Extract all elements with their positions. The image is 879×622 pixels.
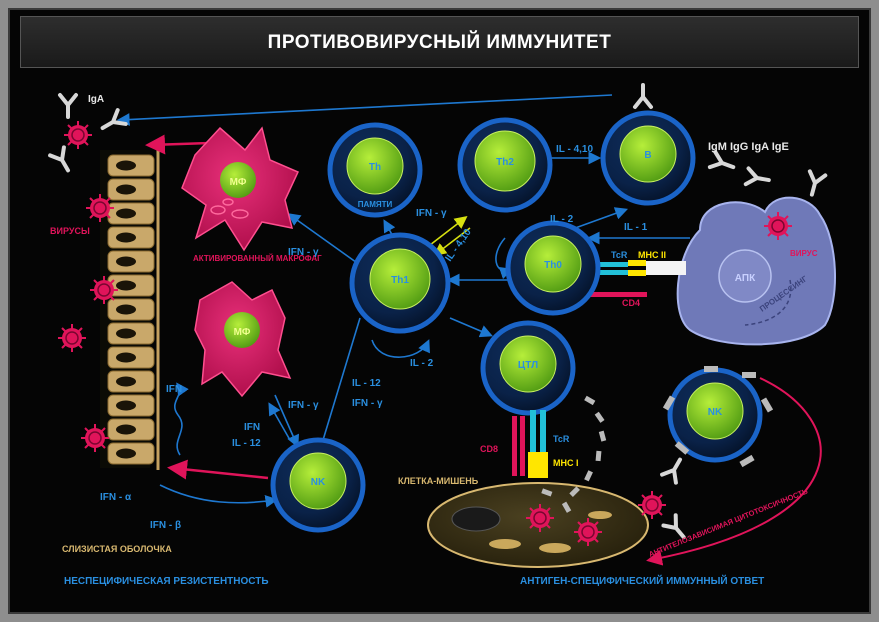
arrow-th1-to-nk — [316, 317, 361, 454]
il-2-top: IL - 2 — [550, 214, 574, 225]
tcr-top-label: TcR — [611, 250, 628, 260]
arrow-il2-loop — [371, 339, 430, 358]
epithelial-nucleus — [116, 400, 136, 411]
arrow-th1-to-ctl — [449, 317, 493, 338]
iga-label: IgA — [88, 94, 104, 105]
il-1: IL - 1 — [624, 222, 648, 233]
effector-arrows — [145, 134, 822, 566]
target-label: КЛЕТКА-МИШЕНЬ — [398, 476, 479, 486]
nk-right-receptors — [662, 366, 774, 468]
arrow-b-to-iga — [116, 94, 613, 126]
th2-cell: Th2 — [457, 117, 553, 213]
title-bar: ПРОТИВОВИРУСНЫЙ ИММУНИТЕТ — [20, 16, 859, 68]
perforin-granules — [541, 395, 607, 513]
virus-iga — [63, 120, 93, 150]
mhc2-label: MHC II — [638, 250, 666, 260]
mucosa-label: СЛИЗИСТАЯ ОБОЛОЧКА — [62, 544, 172, 554]
arrow-mf-to-mucosa — [145, 134, 211, 155]
b-cell-label: B — [644, 150, 651, 161]
th1-cell: Th1 — [349, 232, 451, 334]
apc-cell: АПК ПРОЦЕССИНГ ВИРУС — [676, 196, 837, 346]
target-cell: КЛЕТКА-МИШЕНЬ — [398, 476, 649, 568]
epithelial-nucleus — [116, 376, 136, 387]
epithelial-nucleus — [116, 208, 136, 219]
epithelial-nucleus — [116, 424, 136, 435]
mucosa-epithelium — [100, 150, 160, 470]
arrow-mf-to-nk — [274, 394, 299, 448]
arrow-ifn-alpha — [159, 484, 279, 508]
viruses-label: ВИРУСЫ — [50, 226, 90, 236]
th2-cell-label: Th2 — [496, 157, 514, 168]
ifn-g-a: IFN - γ — [352, 398, 383, 409]
ifn-nk: IFN — [244, 422, 260, 433]
nk-left-cell: NK — [270, 437, 366, 533]
page-title: ПРОТИВОВИРУСНЫЙ ИММУНИТЕТ — [267, 32, 612, 53]
activated-mf-label: АКТИВИРОВАННЫЙ МАКРОФАГ — [193, 254, 322, 263]
mhc1-label: MHC I — [553, 458, 579, 468]
ifn-alpha: IFN - α — [100, 492, 132, 503]
il-12-a: IL - 12 — [352, 378, 381, 389]
virus-mucosa-2 — [89, 275, 119, 305]
antibodies-label: IgM IgG IgA IgE — [708, 141, 789, 153]
macrophage: МФ — [194, 281, 292, 398]
ctl-cell-label: ЦТЛ — [518, 360, 538, 371]
cd4-label: CD4 — [622, 298, 640, 308]
epithelial-nucleus — [116, 448, 136, 459]
th0-cell-label: Th0 — [544, 260, 562, 271]
arrow-ifn-wave — [173, 382, 189, 456]
nk-left-cell-label: NK — [311, 477, 326, 488]
epithelial-nucleus — [116, 184, 136, 195]
ifn-mucosa: IFN — [166, 384, 182, 395]
arrow-th1-to-mf — [287, 213, 361, 266]
arrow-nk-to-mf — [268, 402, 291, 441]
arrow-nk-to-mucosa — [167, 459, 269, 480]
il-4-10-top: IL - 4,10 — [556, 144, 593, 155]
epithelial-nucleus — [116, 232, 136, 243]
th-memory-cell-label: Th — [369, 162, 381, 173]
tcr-mhc2-complex: TcR MHC II CD4 — [585, 250, 686, 308]
tcr-mhc1-complex: CD8 TcR MHC I — [480, 410, 579, 478]
epithelial-nucleus — [116, 280, 136, 291]
th-memory-cell-sublabel: ПАМЯТИ — [358, 200, 393, 209]
il4-arrows — [429, 216, 471, 256]
epithelial-nucleus — [116, 160, 136, 171]
epithelial-nucleus — [116, 352, 136, 363]
ifn-beta: IFN - β — [150, 520, 181, 531]
ifn-g-b: IFN - γ — [288, 400, 319, 411]
virus-apc — [763, 211, 793, 241]
activated-macrophage: МФ — [181, 126, 300, 252]
mf-top-label: МФ — [230, 177, 247, 188]
ifn-g-th1-mf: IFN - γ — [288, 247, 319, 258]
th1-cell-label: Th1 — [391, 275, 409, 286]
epithelial-nucleus — [116, 256, 136, 267]
virus-mucosa-3 — [57, 323, 87, 353]
th0-cell: Th0 — [505, 220, 601, 316]
nk-right-cell-label: NK — [708, 407, 723, 418]
il-12-nk: IL - 12 — [232, 438, 261, 449]
nonspecific-label: НЕСПЕЦИФИЧЕСКАЯ РЕЗИСТЕНТНОСТЬ — [64, 576, 269, 587]
b-cell: B — [600, 110, 696, 206]
il-2-th1: IL - 2 — [410, 358, 434, 369]
virus-mucosa-1 — [85, 193, 115, 223]
adcc-label: АНТИТЕЛОЗАВИСИМАЯ ЦИТОТОКСИЧНОСТЬ — [647, 486, 809, 559]
epithelial-nucleus — [116, 328, 136, 339]
virus-adcc — [637, 490, 667, 520]
specific-label: АНТИГЕН-СПЕЦИФИЧЕСКИЙ ИММУННЫЙ ОТВЕТ — [520, 574, 764, 587]
arrow-adcc — [646, 377, 822, 566]
virus-target-2 — [573, 517, 603, 547]
ctl-cell: ЦТЛ — [480, 320, 576, 416]
apc-label: АПК — [735, 273, 756, 284]
tcr-bottom-label: TcR — [553, 434, 570, 444]
virus-target-1 — [525, 503, 555, 533]
cd8-label: CD8 — [480, 444, 498, 454]
mf-bottom-label: МФ — [234, 327, 251, 338]
virus-apc-label: ВИРУС — [790, 249, 818, 258]
virus-mucosa-4 — [80, 423, 110, 453]
epithelial-nucleus — [116, 304, 136, 315]
ifn-g-mem: IFN - γ — [416, 208, 447, 219]
